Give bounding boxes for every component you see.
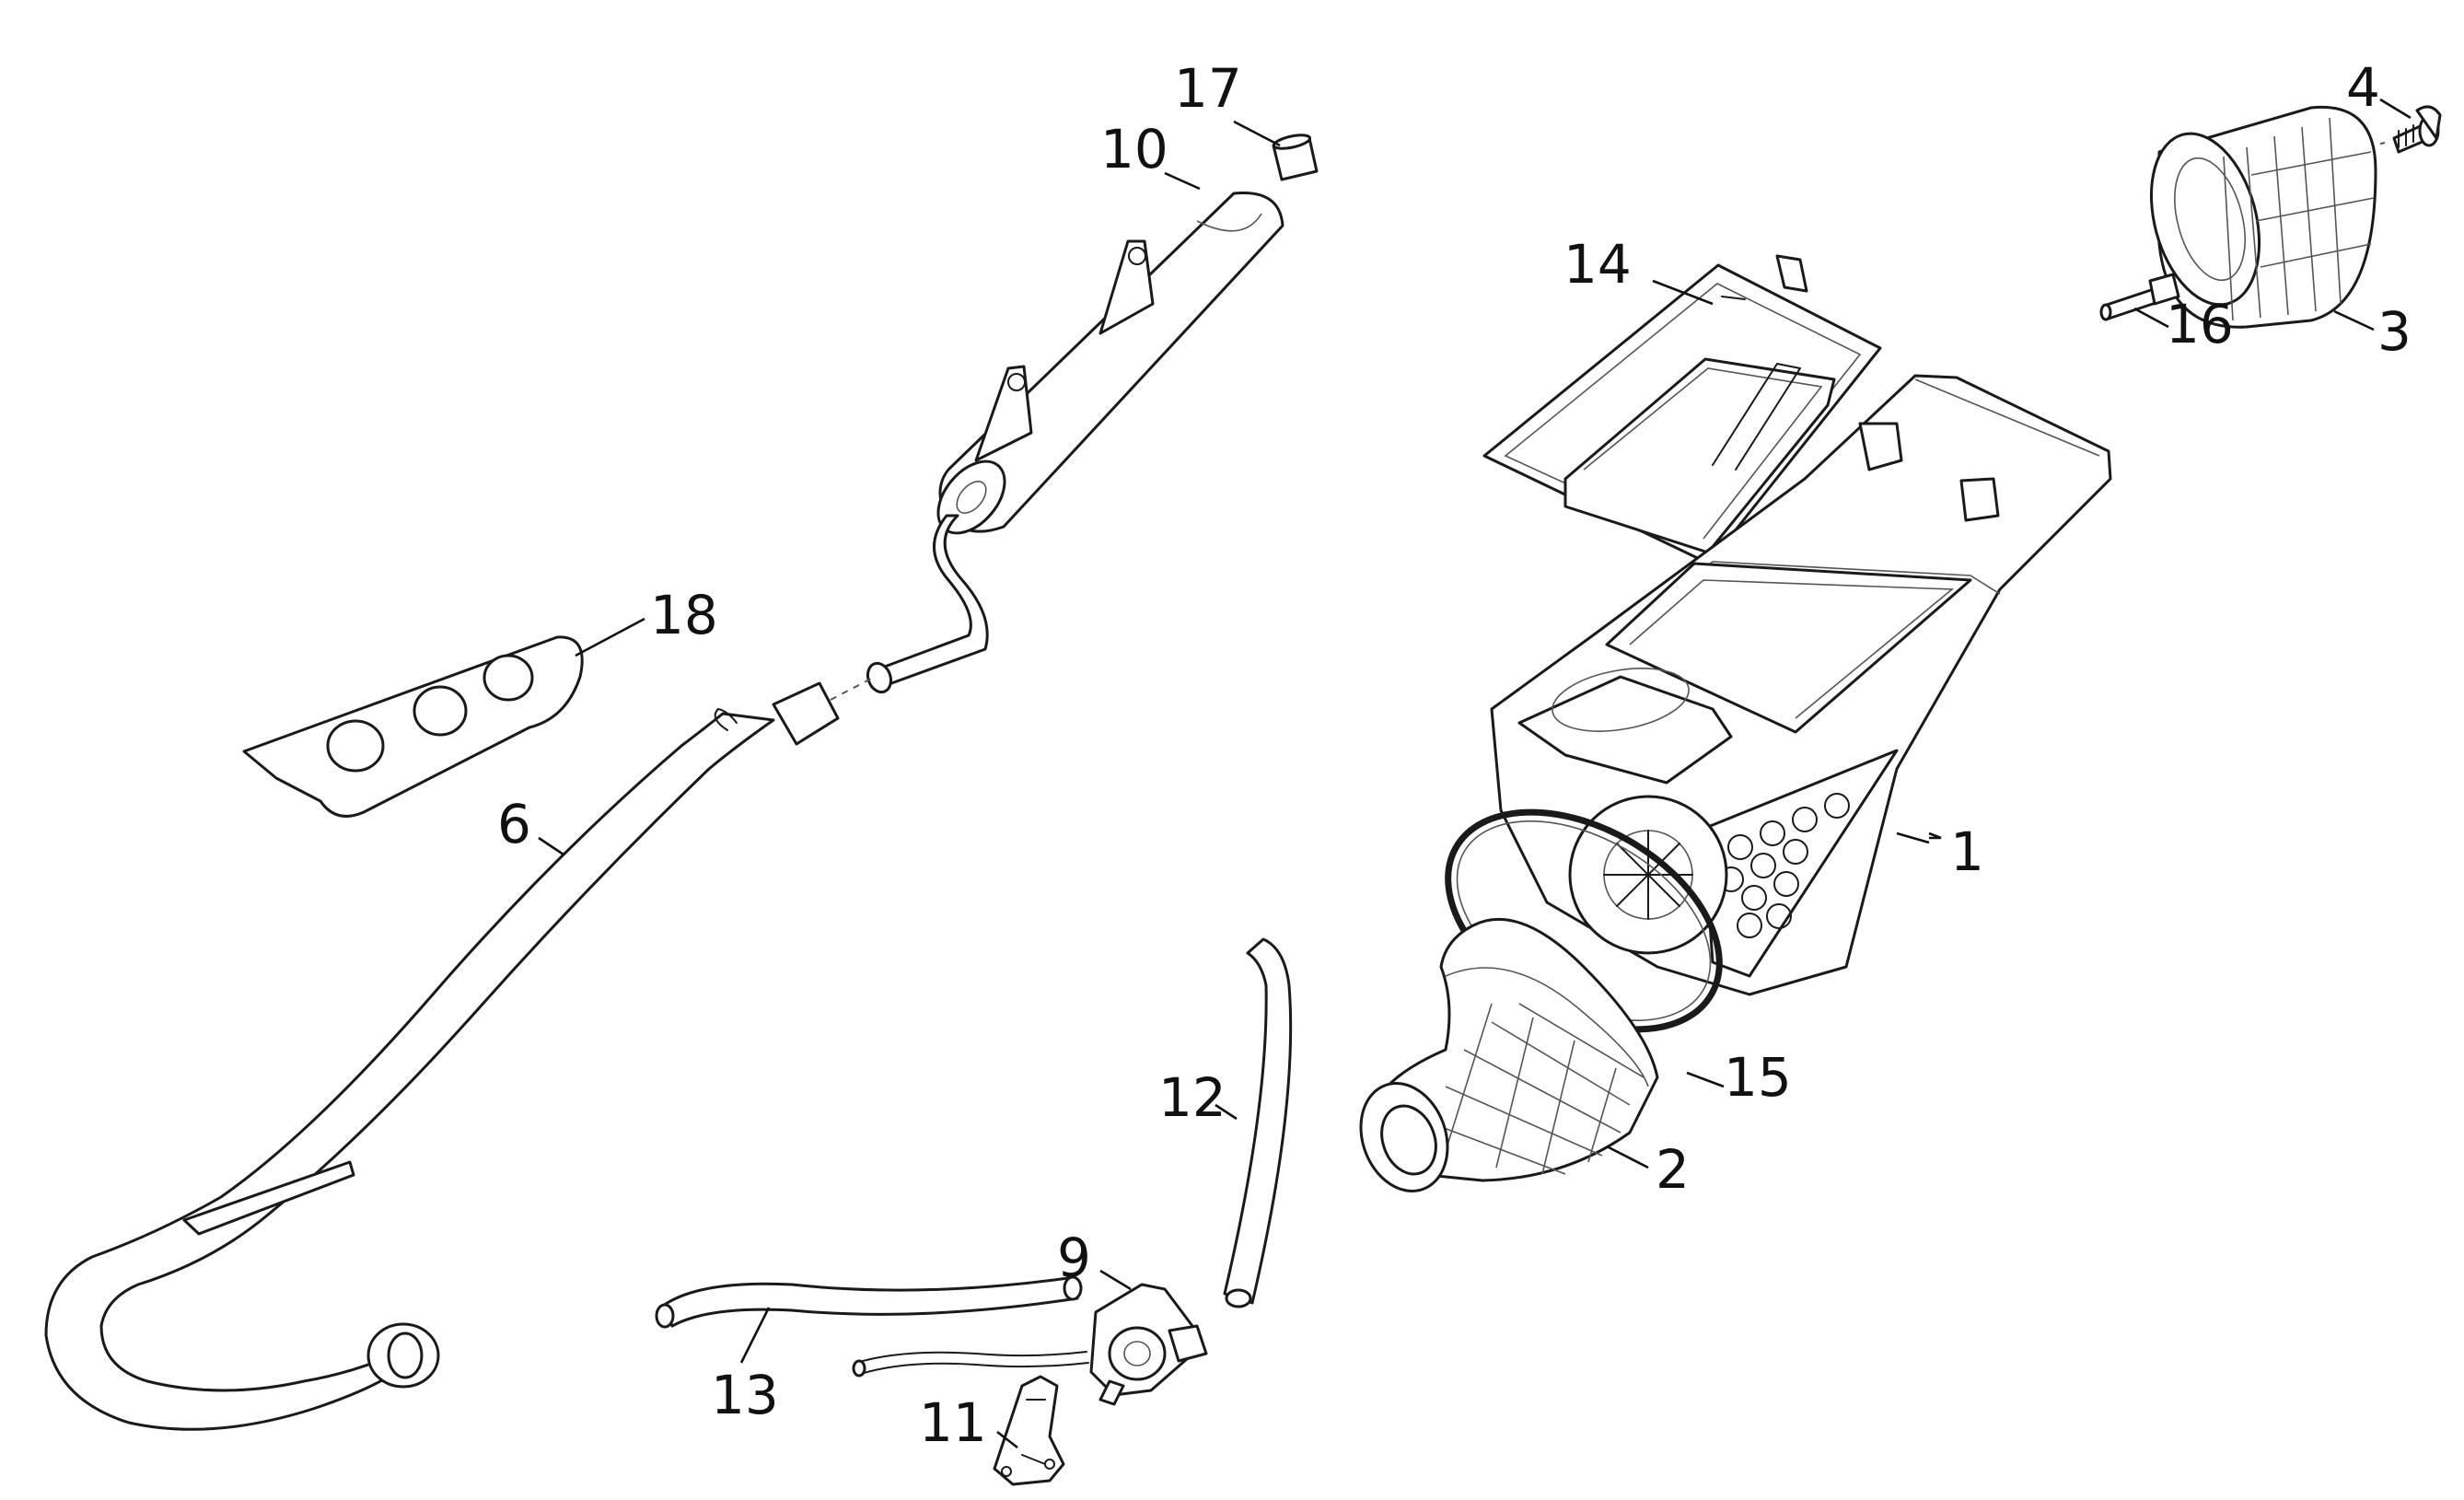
leader-14: [1652, 279, 1714, 306]
part-1-airbox-housing: [1490, 374, 2112, 996]
part-4-filter-bolt: [2392, 105, 2442, 154]
leader-10: [1164, 171, 1201, 191]
leader-lines: [538, 98, 2412, 1449]
part-13-hose: [655, 1275, 1089, 1378]
callout-17: 17: [1174, 57, 1242, 120]
leader-17: [1233, 120, 1281, 147]
callout-10: 10: [1100, 118, 1168, 180]
callout-11: 11: [919, 1391, 987, 1454]
leader-4: [2379, 98, 2412, 120]
callout-12: 12: [1158, 1066, 1226, 1129]
callout-2: 2: [1656, 1138, 1690, 1201]
part-16-pin: [2099, 273, 2180, 321]
part-6-header-pipe: [44, 681, 840, 1431]
alignment-line-pipe: [830, 676, 876, 701]
part-11-bracket: [993, 1375, 1065, 1486]
leader-9: [1099, 1269, 1132, 1291]
callout-1: 1: [1950, 820, 1984, 883]
leader-12: [1215, 1103, 1238, 1121]
leader-2: [1606, 1145, 1649, 1169]
part-18-heat-shield: [242, 635, 584, 818]
leader-3: [2333, 309, 2375, 331]
vent-holes: [1718, 793, 1850, 938]
part-12-hose: [1223, 937, 1293, 1308]
callout-18: 18: [650, 584, 718, 646]
callout-14: 14: [1563, 233, 1632, 296]
leader-18: [575, 617, 645, 657]
callout-16: 16: [2166, 293, 2234, 355]
callout-3: 3: [2377, 300, 2412, 363]
part-2-intake-boot: [1359, 918, 1659, 1192]
part-9-valve: [1089, 1283, 1208, 1406]
part-3-air-filter: [2149, 105, 2377, 329]
callout-4: 4: [2346, 56, 2380, 119]
part-14-airbox-lid: [1482, 254, 1882, 565]
leader-11: [996, 1430, 1018, 1449]
leader-6: [538, 836, 564, 856]
callout-6: 6: [497, 793, 531, 855]
callout-15: 15: [1724, 1046, 1792, 1109]
callout-9: 9: [1057, 1227, 1091, 1289]
leader-13: [739, 1307, 771, 1364]
leader-1: [1896, 831, 1942, 844]
part-17-end-cap: [1272, 134, 1319, 181]
leader-15: [1686, 1071, 1725, 1088]
callout-labels: 1 2 3 4 6 9 10 11 12 13 14 15 16 17 18: [497, 56, 2412, 1454]
callout-13: 13: [711, 1364, 779, 1426]
part-10-muffler: [866, 191, 1284, 694]
leader-16: [2133, 307, 2169, 329]
